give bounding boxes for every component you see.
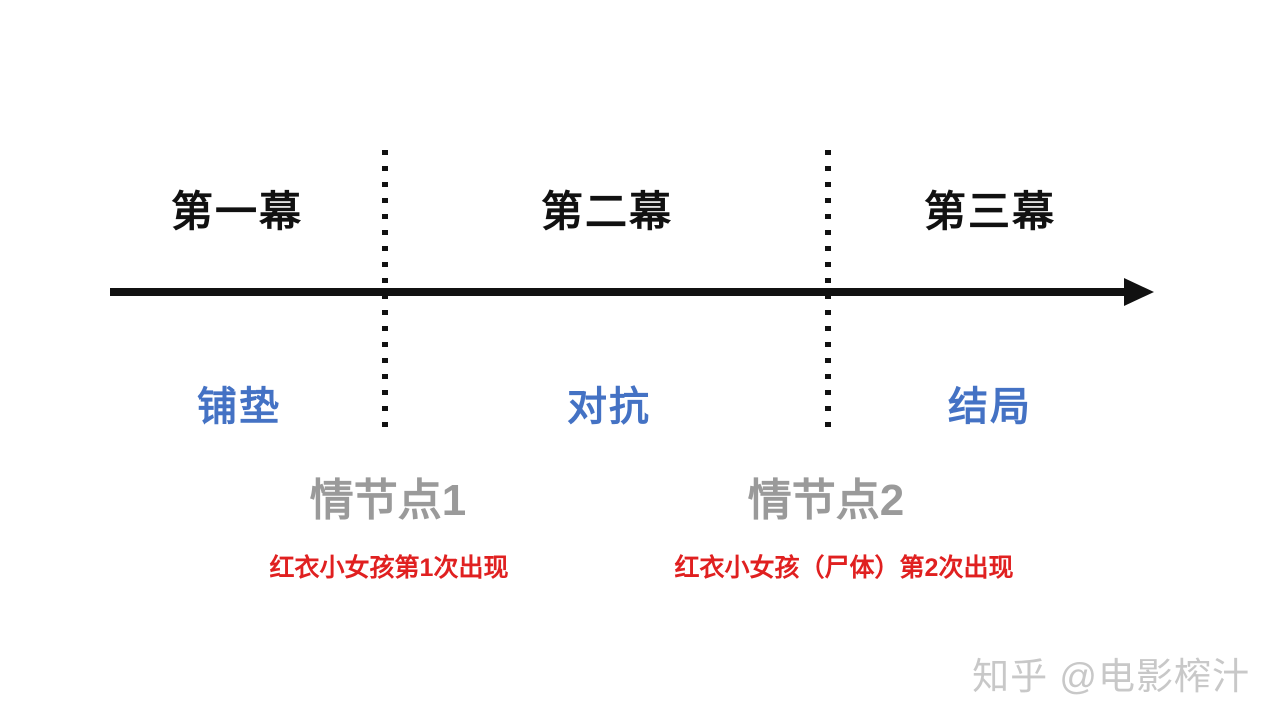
phase-label-setup: 铺垫	[197, 385, 281, 429]
plot-point-1-label: 情节点1	[309, 476, 467, 525]
phase-label-confrontation: 对抗	[567, 385, 651, 429]
timeline-line	[110, 288, 1128, 296]
zhihu-watermark: 知乎 @电影榨汁	[972, 656, 1250, 697]
plot-point-2-label: 情节点2	[747, 476, 905, 525]
phase-label-resolution: 结局	[948, 385, 1032, 429]
act2-title: 第二幕	[540, 188, 673, 235]
timeline-arrowhead-icon	[1124, 278, 1154, 306]
plot-point-1-annotation: 红衣小女孩第1次出现	[269, 554, 509, 582]
act1-title: 第一幕	[170, 188, 303, 235]
act3-title: 第三幕	[923, 188, 1056, 235]
plot-point-2-annotation: 红衣小女孩（尸体）第2次出现	[674, 554, 1014, 582]
